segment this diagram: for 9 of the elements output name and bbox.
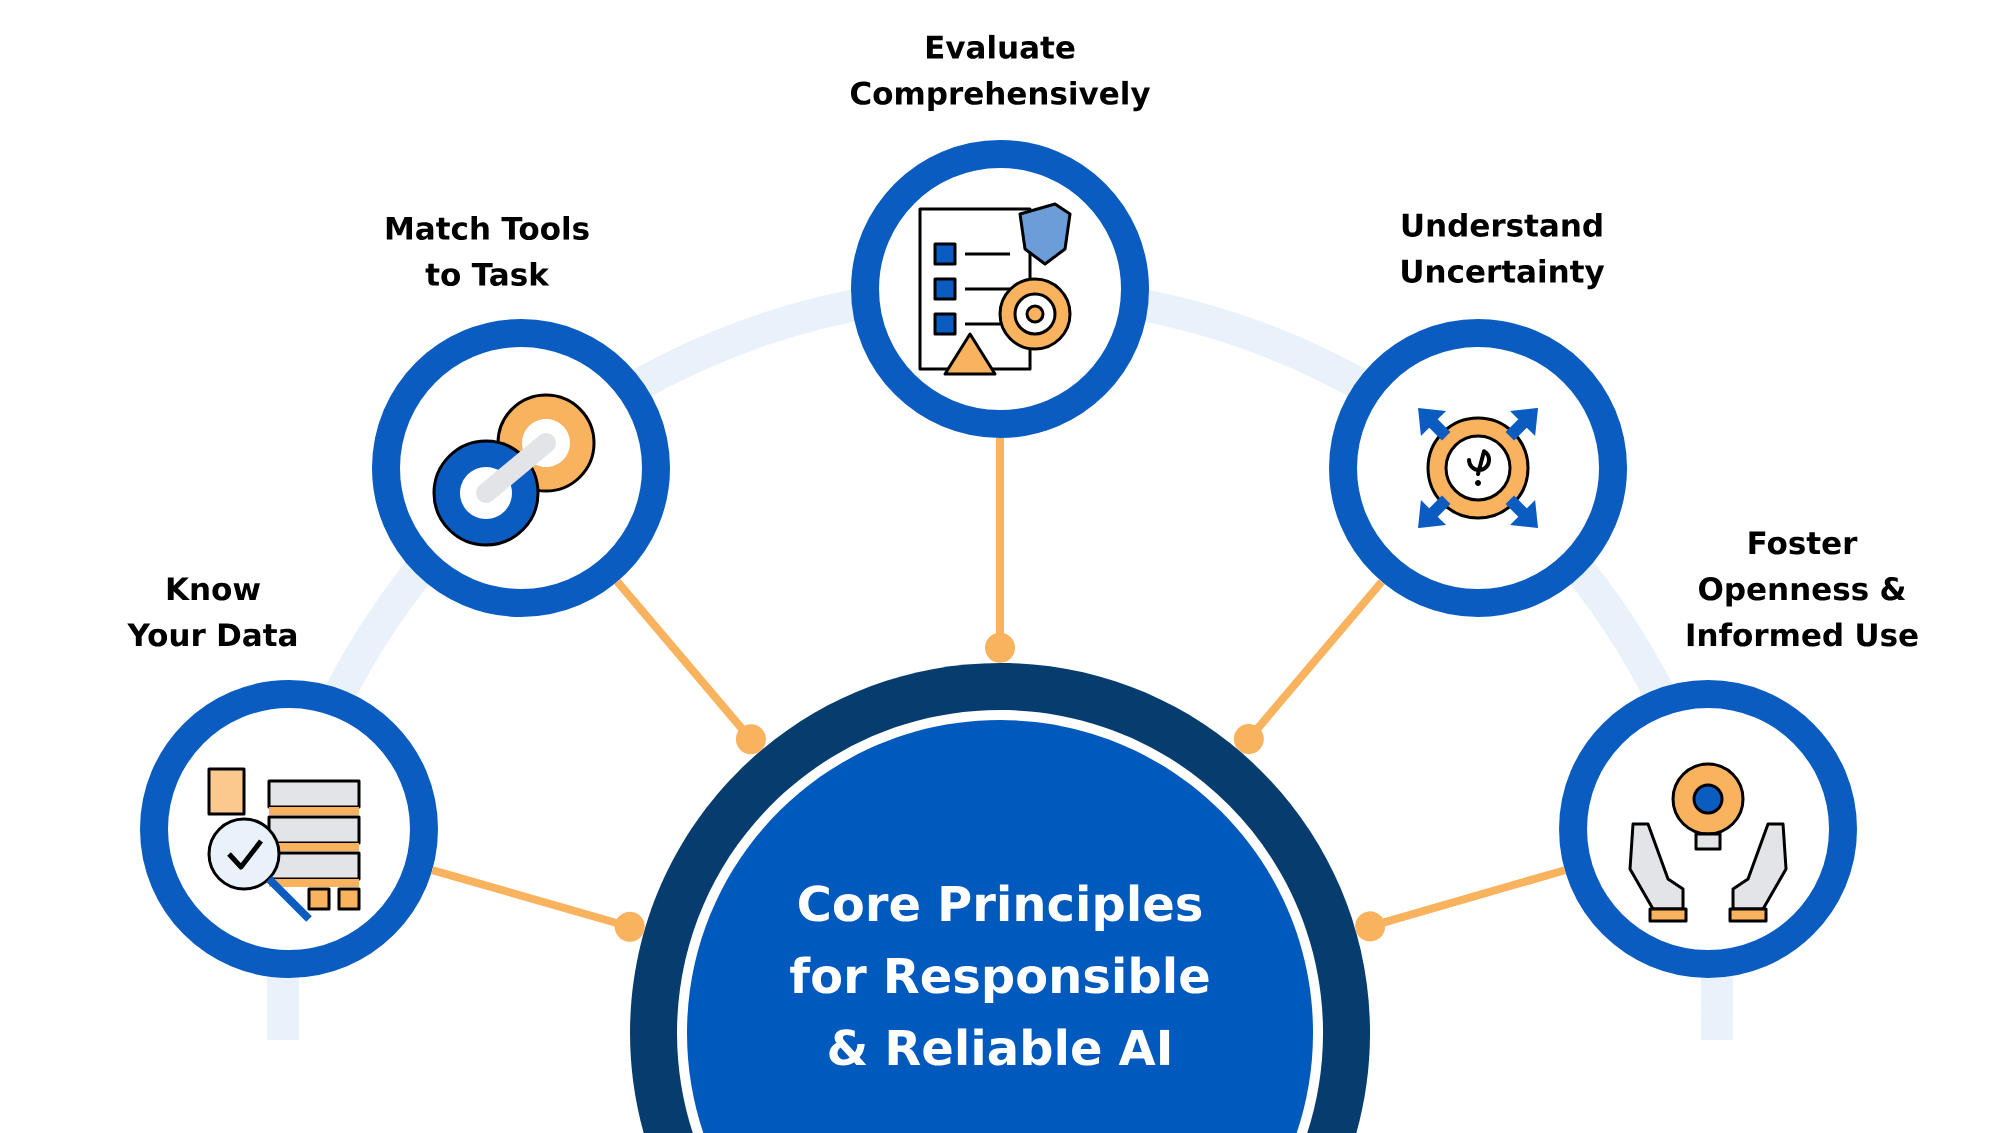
heading: Know Your Data bbox=[127, 577, 297, 647]
heading: Evaluate Comprehensively bbox=[850, 34, 1151, 112]
connector bbox=[431, 866, 645, 942]
connector bbox=[1233, 579, 1385, 754]
heading: Match Tools to Task bbox=[386, 216, 589, 286]
heading: Foster Openness & Informed Use bbox=[1687, 531, 1918, 647]
connector bbox=[614, 579, 766, 755]
connector bbox=[1355, 866, 1566, 942]
heading: Understand Uncertainty bbox=[1402, 212, 1605, 290]
